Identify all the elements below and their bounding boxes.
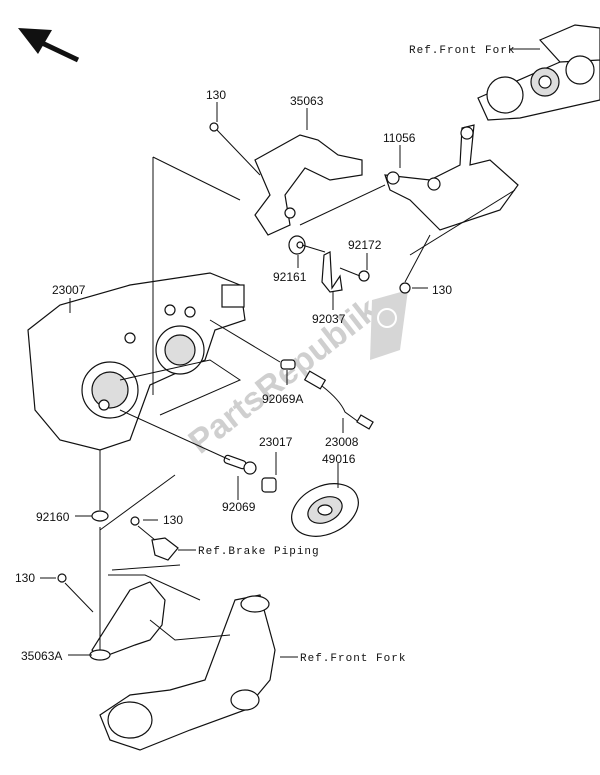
part-label-130: 130 (432, 283, 452, 297)
part-label-92172: 92172 (348, 238, 382, 252)
part-label-92161: 92161 (273, 270, 307, 284)
part-label-130: 130 (206, 88, 226, 102)
bracket-35063 (254, 134, 363, 236)
ref-label-front-fork-top: Ref.Front Fork (409, 45, 515, 57)
part-label-49016: 49016 (322, 452, 356, 466)
grommet-92160 (91, 510, 109, 522)
cover-49016 (291, 483, 359, 537)
bulb-92069A (280, 359, 296, 370)
bolt-130-right (399, 282, 411, 294)
headlight-assembly-23007 (27, 272, 246, 451)
part-label-130: 130 (15, 571, 35, 585)
part-label-130: 130 (163, 513, 183, 527)
screw-92172 (358, 270, 370, 282)
bolt-130-mid (130, 516, 140, 526)
part-label-92069A: 92069A (262, 392, 303, 406)
watermark-gear-icon (370, 290, 408, 360)
part-label-23008: 23008 (325, 435, 359, 449)
leader-lines (40, 48, 540, 658)
bolt-130-left (57, 573, 67, 583)
part-label-92037: 92037 (312, 312, 346, 326)
socket-23008 (303, 370, 374, 430)
ref-label-brake-piping: Ref.Brake Piping (198, 546, 320, 558)
brake-clip (151, 537, 179, 561)
ref-label-front-fork-bottom: Ref.Front Fork (300, 653, 406, 665)
lower-fork-clamp (99, 594, 276, 751)
grommet-92161 (288, 235, 306, 255)
upper-triple-clamp (477, 24, 600, 121)
part-label-23017: 23017 (259, 435, 293, 449)
part-label-92069: 92069 (222, 500, 256, 514)
part-label-35063A: 35063A (21, 649, 62, 663)
part-label-11056: 11056 (383, 131, 416, 145)
front-direction-arrow-icon (18, 28, 80, 63)
part-label-23007: 23007 (52, 283, 86, 297)
bolt-130-top (209, 122, 219, 132)
clamp-92037 (321, 251, 343, 293)
bracket-35063A (89, 581, 166, 661)
bulb-92069 (223, 454, 257, 475)
bracket-11056 (384, 124, 519, 231)
part-label-35063: 35063 (290, 94, 324, 108)
socket-23017 (261, 477, 277, 493)
part-label-92160: 92160 (36, 510, 70, 524)
